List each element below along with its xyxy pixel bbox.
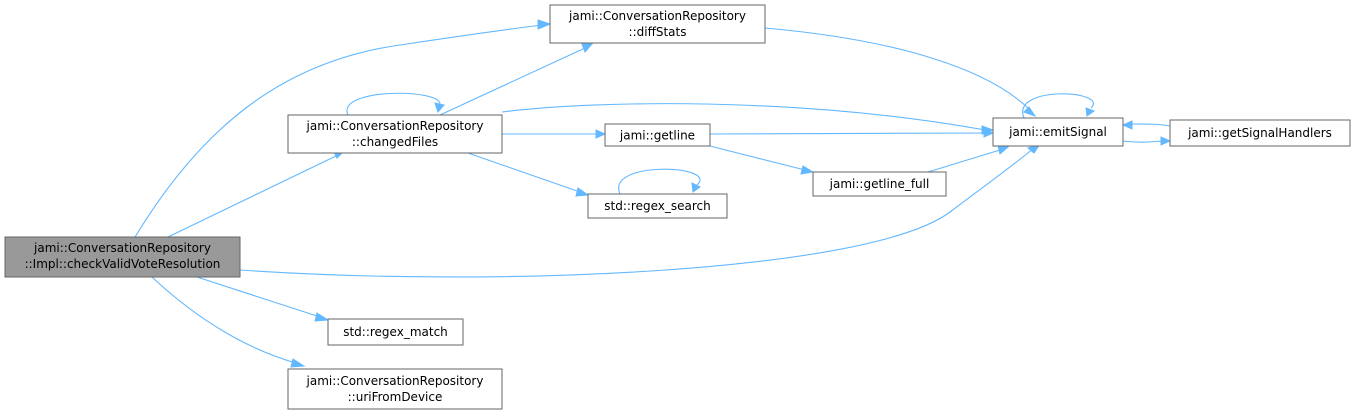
edge-emitsignal-self: [1022, 93, 1094, 119]
node-label: std::regex_search: [604, 199, 710, 213]
edge-getline-to-getlinefull: [709, 145, 806, 171]
edge-root-to-emitsignal: [239, 147, 1035, 278]
call-edges: [134, 19, 1172, 368]
edge-root-to-diffstats: [134, 24, 543, 238]
node-label-line1: jami::ConversationRepository: [306, 119, 484, 133]
arrowhead-getline-to-emitsignal: [983, 128, 995, 138]
edge-root-to-regexmatch: [196, 276, 321, 318]
arrowhead-root-to-regexmatch: [314, 312, 330, 322]
edge-regexsearch-self: [618, 168, 701, 195]
node-emit-signal[interactable]: jami::emitSignal: [992, 117, 1124, 147]
arrowhead-changedfiles-to-diffstats: [581, 43, 594, 53]
arrowhead-changedfiles-self: [434, 102, 445, 113]
edge-changedfiles-self: [346, 92, 441, 116]
edge-changedfiles-to-regexsearch: [467, 152, 581, 193]
arrowhead-diffstats-to-emitsignal: [1023, 106, 1037, 117]
node-label: jami::getSignalHandlers: [1187, 126, 1332, 140]
arrowhead-changedfiles-to-regexsearch: [575, 187, 590, 197]
edge-diffstats-to-emitsignal: [764, 27, 1031, 111]
node-label: jami::emitSignal: [1008, 125, 1107, 139]
edge-getline-to-emitsignal: [709, 132, 986, 135]
arrowhead-getline-to-getlinefull: [800, 165, 815, 175]
node-label-line2: ::changedFiles: [352, 135, 438, 149]
node-label: jami::getline_full: [829, 177, 930, 191]
arrowhead-root-to-diffstats: [537, 19, 552, 30]
node-check-valid-vote-resolution[interactable]: jami::ConversationRepository ::Impl::che…: [4, 236, 241, 278]
arrowhead-emitsignal-self: [1085, 107, 1096, 117]
edge-changedfiles-to-emitsignal: [501, 103, 986, 131]
edge-emitsignal-to-getsignalhandlers: [1122, 140, 1163, 143]
node-label-line2: ::diffStats: [629, 25, 687, 39]
node-regex-match[interactable]: std::regex_match: [327, 318, 464, 346]
arrowhead-getlinefull-to-emitsignal: [997, 145, 1010, 155]
node-label: std::regex_match: [343, 325, 448, 339]
node-label-line1: jami::ConversationRepository: [306, 374, 484, 388]
edge-root-to-changedfiles: [167, 154, 339, 238]
edge-root-to-urifromdevice: [151, 276, 297, 364]
node-get-signal-handlers[interactable]: jami::getSignalHandlers: [1169, 119, 1351, 147]
arrowhead-root-to-urifromdevice: [290, 358, 306, 368]
node-diff-stats[interactable]: jami::ConversationRepository ::diffStats: [549, 4, 766, 44]
node-label-line1: jami::ConversationRepository: [33, 241, 211, 255]
node-getline-full[interactable]: jami::getline_full: [812, 171, 947, 197]
arrowhead-regexsearch-self: [691, 182, 701, 193]
node-label-line2: ::uriFromDevice: [348, 390, 443, 404]
node-getline[interactable]: jami::getline: [604, 123, 711, 147]
node-changed-files[interactable]: jami::ConversationRepository ::changedFi…: [287, 114, 503, 154]
node-uri-from-device[interactable]: jami::ConversationRepository ::uriFromDe…: [287, 368, 503, 410]
edge-getlinefull-to-emitsignal: [927, 149, 1001, 173]
node-regex-search[interactable]: std::regex_search: [587, 193, 728, 219]
edge-getsignalhandlers-to-emitsignal: [1130, 123, 1171, 127]
arrowhead-changedfiles-to-getline: [595, 129, 607, 139]
node-label: jami::getline: [619, 129, 695, 143]
arrowhead-emitsignal-to-getsignalhandlers: [1160, 136, 1172, 146]
node-label-line1: jami::ConversationRepository: [568, 9, 746, 23]
edge-changedfiles-to-diffstats: [439, 47, 586, 116]
node-label-line2: ::Impl::checkValidVoteResolution: [25, 257, 221, 271]
arrowhead-getsignalhandlers-to-emitsignal: [1121, 120, 1133, 130]
